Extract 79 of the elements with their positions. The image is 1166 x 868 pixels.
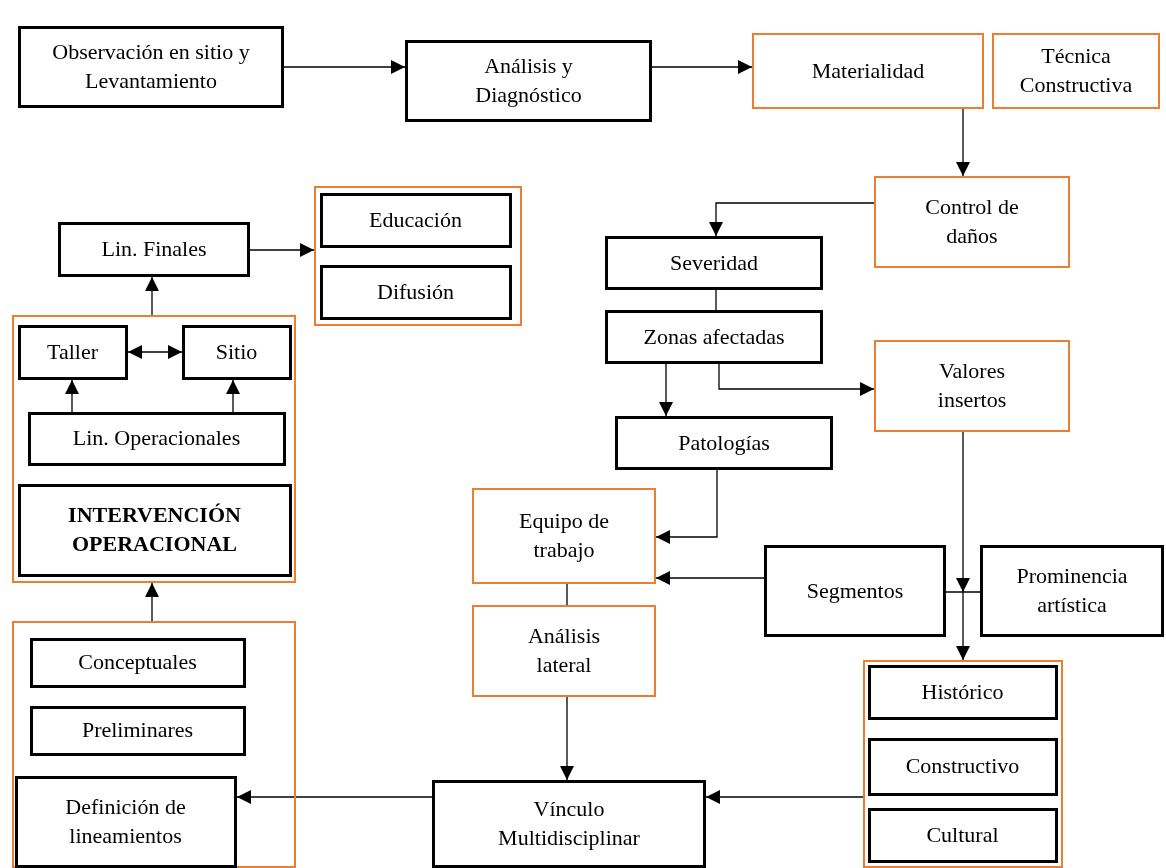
box-label: Histórico (920, 677, 1005, 706)
process-box (319, 192, 512, 248)
process-box (27, 411, 286, 466)
arrow (249, 243, 315, 257)
box-label: Análisis y Diagnóstico (474, 52, 583, 109)
box-label: Taller (46, 337, 99, 366)
process-box (980, 545, 1164, 637)
connector-line (945, 591, 981, 593)
box-label: Sitio (214, 337, 259, 366)
box-label: Preliminares (80, 716, 195, 745)
arrow (226, 379, 240, 413)
process-box (615, 416, 833, 470)
box-label: Severidad (669, 248, 759, 277)
process-box (874, 176, 1070, 268)
process-box (17, 324, 128, 380)
process-box (605, 310, 823, 364)
arrow (709, 202, 875, 237)
arrow (145, 582, 159, 622)
process-box (181, 324, 292, 380)
process-box (867, 664, 1058, 720)
group-frame (863, 660, 1063, 868)
process-box (472, 605, 656, 697)
box-label: Educación (368, 205, 463, 234)
process-box (752, 33, 984, 109)
process-box (29, 637, 246, 688)
process-box (319, 264, 512, 320)
arrow (956, 108, 970, 177)
process-box (432, 780, 706, 868)
box-label: Técnica Constructiva (1018, 42, 1134, 99)
process-box (58, 222, 250, 277)
arrow (655, 469, 718, 544)
box-label: Constructivo (904, 752, 1021, 781)
arrow (718, 363, 875, 396)
process-box (14, 775, 237, 868)
arrow (651, 60, 753, 74)
box-label: Lin. Operacionales (71, 424, 242, 453)
box-label: Zonas afectadas (642, 322, 786, 351)
box-label: Difusión (376, 277, 455, 306)
process-box (18, 26, 284, 108)
arrow (65, 379, 79, 413)
box-label: Prominencia artística (1015, 562, 1129, 619)
arrow (236, 790, 433, 804)
box-label: Vínculo Multidisciplinar (497, 795, 641, 852)
process-box (874, 340, 1070, 432)
box-label: Conceptuales (77, 648, 198, 677)
box-label: Cultural (925, 820, 1000, 849)
box-label: Lin. Finales (100, 235, 208, 264)
box-label: Valores insertos (936, 357, 1008, 414)
process-box (29, 705, 246, 756)
group-frame (314, 186, 522, 326)
box-label: INTERVENCIÓN OPERACIONAL (67, 501, 242, 558)
box-label: Patologías (677, 428, 771, 457)
process-box (17, 483, 292, 577)
box-label: Definición de lineamientos (64, 792, 187, 850)
arrow (659, 363, 673, 417)
box-label: Segmentos (805, 576, 905, 605)
process-box (472, 488, 656, 584)
arrow (560, 696, 574, 781)
arrow (127, 345, 183, 359)
box-label: Equipo de trabajo (518, 507, 610, 564)
box-label: Observación en sitio y Levantamiento (51, 38, 251, 95)
arrow (283, 60, 406, 74)
group-frame (12, 315, 296, 583)
process-box (992, 33, 1160, 109)
arrow (956, 431, 970, 661)
arrow (145, 276, 159, 316)
arrow (655, 571, 765, 585)
box-label: Análisis lateral (526, 622, 602, 679)
box-label: Materialidad (810, 56, 926, 85)
process-box (405, 40, 652, 122)
process-box (867, 807, 1058, 863)
process-box (867, 737, 1058, 796)
arrow (705, 790, 864, 804)
connector-line (715, 289, 717, 311)
connector-line (566, 583, 568, 606)
group-frame (12, 621, 296, 868)
process-box (605, 236, 823, 290)
process-box (764, 545, 946, 637)
box-label: Control de daños (924, 193, 1020, 250)
